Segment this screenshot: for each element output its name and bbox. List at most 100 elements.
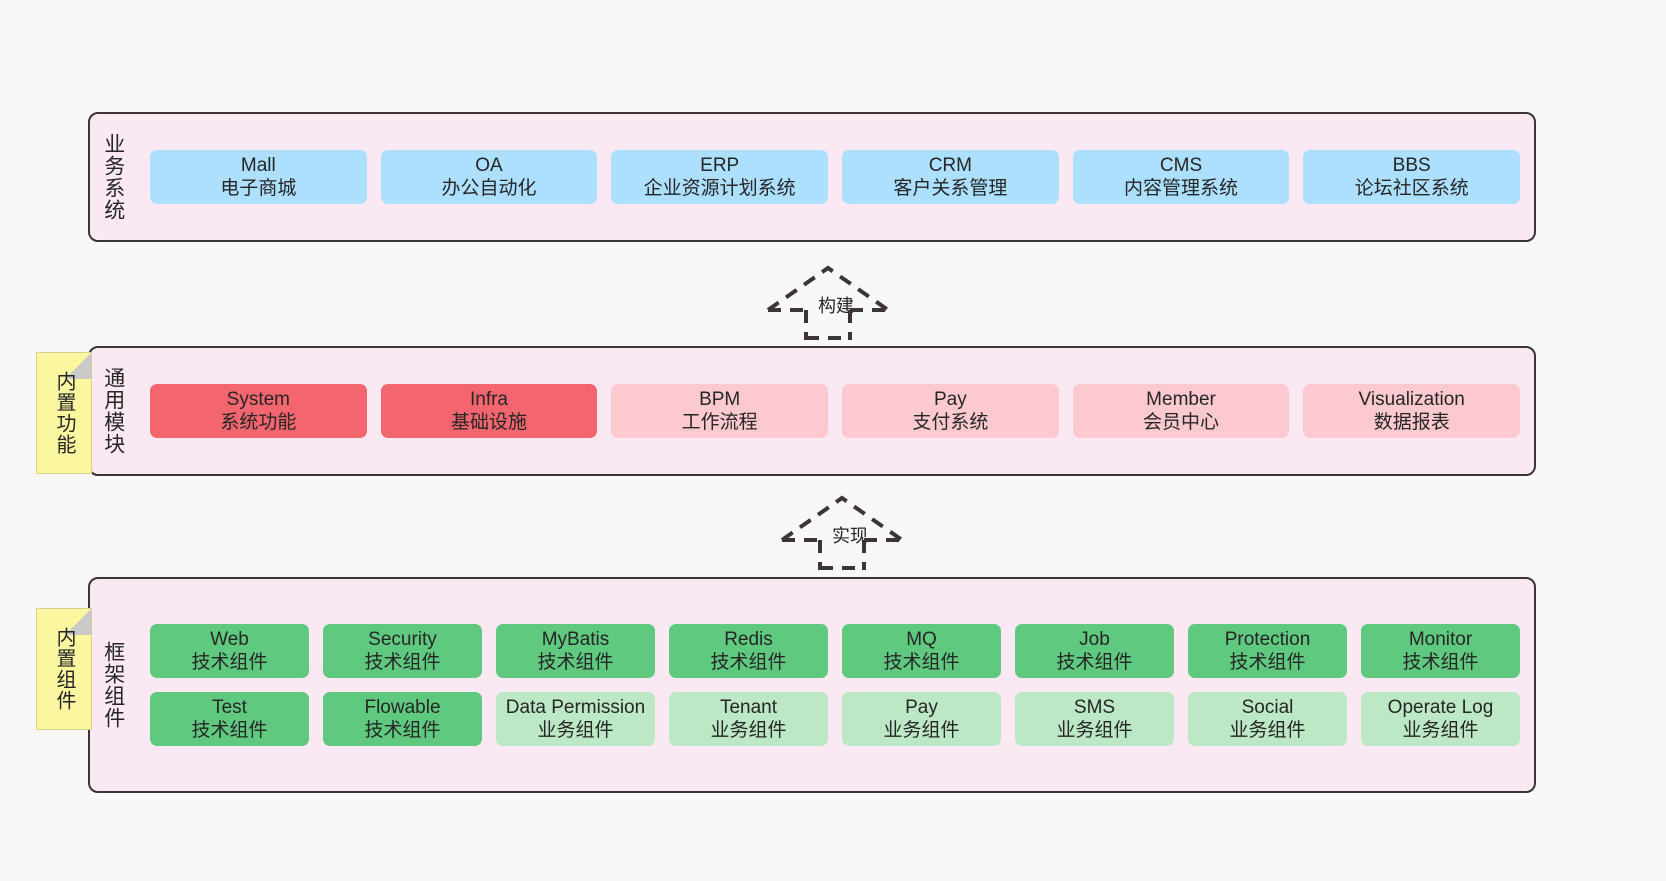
note-label: 内置功能 [53,371,75,455]
tile-bpm[interactable]: BPM 工作流程 [611,383,829,439]
tile-row: Test 技术组件 Flowable 技术组件 Data Permission … [150,692,1520,747]
connector-build-label: 构建 [818,296,854,316]
tile-subtitle: 业务组件 [1402,720,1479,742]
tile-title: Mall [240,154,276,176]
tile-job[interactable]: Job 技术组件 [1015,623,1174,678]
tile-member[interactable]: Member 会员中心 [1072,383,1290,439]
tile-subtitle: 内容管理系统 [1124,178,1239,199]
connector-implement-arrow [772,492,912,570]
tile-subtitle: 办公自动化 [441,178,537,199]
tile-tenant[interactable]: Tenant 业务组件 [669,692,828,747]
tile-title: ERP [700,154,740,176]
tile-subtitle: 工作流程 [681,412,758,433]
layer-business-system: 业务系统 Mall 电子商城 OA 办公自动化 ERP 企业资源计划系统 CRM… [88,112,1536,242]
tile-mq[interactable]: MQ 技术组件 [842,623,1001,678]
note-label: 内置组件 [53,627,75,711]
layer-framework-component-body: Web 技术组件 Security 技术组件 MyBatis 技术组件 Redi… [136,579,1534,791]
tile-title: System [226,388,291,410]
tile-subtitle: 电子商城 [220,178,297,199]
tile-subtitle: 论坛社区系统 [1354,178,1469,199]
tile-title: OA [475,154,503,176]
tile-subtitle: 系统功能 [220,412,297,433]
tile-title: Pay [905,697,938,718]
tile-pay[interactable]: Pay 支付系统 [842,383,1059,439]
tile-subtitle: 企业资源计划系统 [643,178,796,199]
tile-mall[interactable]: Mall 电子商城 [150,149,367,205]
tile-oa[interactable]: OA 办公自动化 [380,149,598,205]
tile-subtitle: 客户关系管理 [893,178,1008,199]
tile-title: Operate Log [1387,697,1494,718]
tile-test[interactable]: Test 技术组件 [150,692,309,747]
tile-title: Redis [724,628,773,650]
tile-operate-log[interactable]: Operate Log 业务组件 [1361,692,1520,747]
layer-business-system-body: Mall 电子商城 OA 办公自动化 ERP 企业资源计划系统 CRM 客户关系… [136,114,1534,240]
tile-subtitle: 业务组件 [710,720,787,742]
tile-title: BPM [699,388,741,410]
tile-subtitle: 业务组件 [537,720,614,742]
tile-title: Data Permission [505,697,646,718]
tile-social[interactable]: Social 业务组件 [1188,692,1347,747]
layer-framework-component-title: 框架组件 [101,641,125,729]
tile-title: Tenant [719,697,778,718]
tile-subtitle: 技术组件 [710,651,787,673]
tile-title: Visualization [1358,388,1465,410]
tile-row: Mall 电子商城 OA 办公自动化 ERP 企业资源计划系统 CRM 客户关系… [150,149,1521,205]
tile-visualization[interactable]: Visualization 数据报表 [1303,383,1521,439]
tile-title: CRM [928,154,972,176]
tile-subtitle: 技术组件 [191,651,268,673]
layer-business-system-title: 业务系统 [101,133,125,221]
tile-title: Social [1241,697,1294,718]
tile-title: MQ [906,628,937,650]
tile-title: Test [212,697,247,718]
tile-title: Member [1146,388,1216,410]
tile-subtitle: 技术组件 [1056,651,1133,673]
tile-subtitle: 技术组件 [191,720,268,742]
layer-common-module: 通用模块 System 系统功能 Infra 基础设施 BPM 工作流程 Pay… [88,346,1536,476]
tile-title: Monitor [1408,628,1473,650]
tile-erp[interactable]: ERP 企业资源计划系统 [611,149,829,205]
tile-title: Pay [933,388,967,410]
tile-subtitle: 技术组件 [1229,651,1306,673]
tile-crm[interactable]: CRM 客户关系管理 [842,149,1059,205]
tile-subtitle: 业务组件 [1056,720,1133,742]
tile-subtitle: 业务组件 [883,720,960,742]
tile-subtitle: 会员中心 [1143,412,1220,433]
tile-protection[interactable]: Protection 技术组件 [1188,623,1347,678]
tile-subtitle: 业务组件 [1229,720,1306,742]
tile-title: MyBatis [541,628,610,650]
tile-subtitle: 数据报表 [1373,412,1450,433]
tile-subtitle: 基础设施 [451,412,528,433]
tile-system[interactable]: System 系统功能 [150,383,367,439]
tile-flowable[interactable]: Flowable 技术组件 [323,692,482,747]
tile-title: Security [368,628,437,650]
tile-row: Web 技术组件 Security 技术组件 MyBatis 技术组件 Redi… [150,623,1520,678]
connector-implement-label: 实现 [832,526,868,546]
tile-pay-component[interactable]: Pay 业务组件 [842,692,1001,747]
tile-title: Protection [1224,628,1311,650]
tile-redis[interactable]: Redis 技术组件 [669,623,828,678]
tile-subtitle: 技术组件 [364,720,441,742]
tile-title: SMS [1073,697,1116,718]
tile-title: Job [1079,628,1110,650]
tile-monitor[interactable]: Monitor 技术组件 [1361,623,1520,678]
note-builtin-function: 内置功能 [36,352,92,474]
tile-infra[interactable]: Infra 基础设施 [380,383,598,439]
tile-title: Infra [469,388,509,410]
layer-framework-component: 框架组件 Web 技术组件 Security 技术组件 MyBatis 技术组件… [88,577,1536,793]
tile-title: Flowable [364,697,441,718]
tile-cms[interactable]: CMS 内容管理系统 [1072,149,1290,205]
tile-sms[interactable]: SMS 业务组件 [1015,692,1174,747]
note-builtin-component: 内置组件 [36,608,92,730]
tile-subtitle: 技术组件 [364,651,441,673]
layer-common-module-body: System 系统功能 Infra 基础设施 BPM 工作流程 Pay 支付系统… [136,348,1534,474]
tile-web[interactable]: Web 技术组件 [150,623,309,678]
connector-build-arrow [758,262,898,340]
tile-subtitle: 支付系统 [912,412,989,433]
tile-mybatis[interactable]: MyBatis 技术组件 [496,623,655,678]
tile-security[interactable]: Security 技术组件 [323,623,482,678]
tile-data-permission[interactable]: Data Permission 业务组件 [496,692,655,747]
tile-title: BBS [1392,154,1431,176]
tile-subtitle: 技术组件 [537,651,614,673]
tile-bbs[interactable]: BBS 论坛社区系统 [1303,149,1521,205]
